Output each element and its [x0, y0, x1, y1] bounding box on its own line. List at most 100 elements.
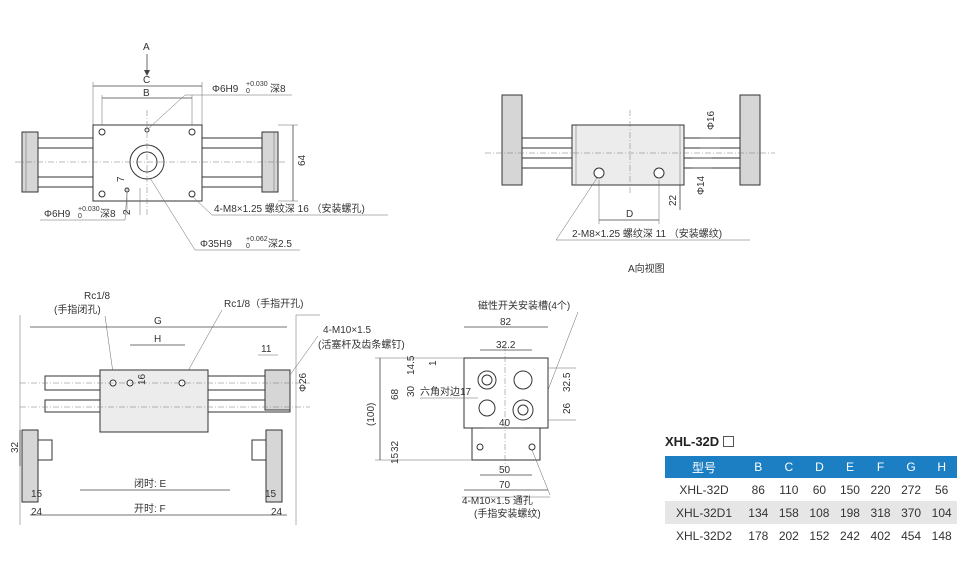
cell: 158: [773, 501, 805, 524]
cell: 220: [870, 482, 891, 497]
m10-rod-sub: (活塞杆及齿条螺钉): [318, 338, 405, 351]
phi6-left-label: Φ6H9: [44, 209, 71, 220]
dim-22: 22: [668, 194, 679, 206]
cell: 152: [809, 528, 830, 543]
phi35-label: Φ35H9: [200, 239, 232, 250]
spec-title-text: XHL-32D: [665, 434, 720, 449]
dim-15-end: 15: [390, 452, 401, 464]
spec-table: XHL-32D 型号 B C D E F G H XHL-32D 86 110 …: [665, 434, 957, 547]
rc-open-label: Rc1/8（手指开孔): [224, 297, 303, 310]
phi16-label: Φ16: [706, 110, 717, 130]
cell: 56: [935, 482, 949, 497]
label-G: G: [154, 316, 162, 327]
dim-1: 1: [428, 360, 439, 366]
cell: 178: [748, 528, 769, 543]
cell: 318: [865, 501, 896, 524]
phi14-label: Φ14: [696, 175, 707, 195]
dim-7: 7: [116, 176, 127, 182]
dimension-table: 型号 B C D E F G H XHL-32D 86 110 60 150 2…: [665, 456, 957, 547]
phi35-tolerance: +0.062: [246, 236, 268, 243]
cell: 108: [804, 501, 835, 524]
m10-through-note: 4-M10×1.5 通孔: [462, 495, 533, 507]
cell: 370: [895, 501, 927, 524]
phi6-top-tolerance: +0.030: [246, 81, 268, 88]
cell: 150: [839, 482, 860, 497]
cell: 202: [778, 528, 799, 543]
label-H: H: [154, 334, 161, 345]
m8-thread-note: 2-M8×1.25 螺纹深 11 （安装螺纹): [572, 227, 722, 240]
dim-30: 30: [406, 385, 417, 397]
dim-40: 40: [499, 418, 511, 429]
header-D: D: [804, 456, 835, 478]
dim-15-left: 15: [31, 489, 43, 500]
cell: 110: [779, 482, 799, 497]
table-row: XHL-32D2 178 202 152 242 402 454 148: [665, 524, 957, 547]
rc-close-sub: (手指闭孔): [54, 303, 101, 316]
label-D: D: [626, 209, 633, 220]
close-E-label: 闭时: E: [134, 477, 167, 490]
header-B: B: [743, 456, 774, 478]
cell: 454: [901, 528, 922, 543]
label-A: A: [143, 42, 150, 53]
cell: XHL-32D1: [665, 501, 743, 524]
label-C: C: [143, 75, 150, 86]
table-header-row: 型号 B C D E F G H: [665, 456, 957, 478]
phi6-left-depth: 深8: [100, 208, 116, 220]
table-row: XHL-32D1 134 158 108 198 318 370 104: [665, 501, 957, 524]
dim-11: 11: [261, 344, 272, 355]
dim-70: 70: [499, 480, 511, 491]
cell: 198: [834, 501, 866, 524]
side-view-b: Φ16 Φ14 22 D 2-M8×1.25 螺纹深 11 （安装螺纹) A向视…: [485, 94, 775, 275]
dim-15-right: 15: [265, 489, 277, 500]
cell: 86: [751, 482, 765, 497]
header-C: C: [773, 456, 805, 478]
header-H: H: [926, 456, 957, 478]
dim-50: 50: [499, 465, 511, 476]
phi35-tolerance-low: 0: [246, 243, 250, 250]
dim-68: 68: [390, 388, 401, 400]
open-F-label: 开时: F: [134, 503, 166, 515]
sensor-slot-note: 磁性开关安装槽(4个): [478, 299, 570, 312]
label-B: B: [143, 88, 150, 99]
view-caption: A向视图: [628, 262, 665, 275]
cell: 242: [839, 528, 860, 543]
variant-box-icon: [723, 436, 735, 447]
dim-16: 16: [137, 373, 148, 385]
spec-title: XHL-32D: [665, 434, 957, 456]
dim-2: 2: [122, 209, 133, 215]
phi6-top-label: Φ6H9: [212, 84, 239, 95]
m10-through-sub: (手指安装螺纹): [474, 507, 541, 520]
header-F: F: [865, 456, 896, 478]
dim-24-left: 24: [31, 507, 43, 518]
dim-26: 26: [562, 402, 573, 414]
dim-24-right: 24: [271, 507, 283, 518]
phi6-top-tolerance-low: 0: [246, 88, 250, 95]
cell: 272: [901, 482, 922, 497]
cell: 60: [812, 482, 827, 497]
phi26-label: Φ26: [298, 372, 309, 392]
end-view-d: 磁性开关安装槽(4个) 82 32.2 (100) 68 32 15 30 14…: [366, 299, 579, 520]
phi6-top-depth: 深8: [270, 83, 286, 95]
m10-rod-note: 4-M10×1.5: [323, 325, 372, 336]
top-view-a: A C B Φ6H9 +0.030 0: [15, 42, 388, 251]
dim-32-end: 32: [390, 440, 401, 452]
dim-100: (100): [366, 403, 377, 426]
header-model: 型号: [665, 456, 743, 478]
front-view-c: Rc1/8 (手指闭孔) Rc1/8（手指开孔) G H 11 Φ26 16 4…: [10, 291, 405, 525]
dim-32-5: 32.5: [562, 372, 573, 392]
header-G: G: [895, 456, 927, 478]
header-E: E: [834, 456, 866, 478]
dim-32-2: 32.2: [496, 340, 516, 351]
dim-82: 82: [500, 317, 512, 328]
cell: XHL-32D: [679, 482, 729, 497]
cell: 104: [926, 501, 957, 524]
phi6-left-tolerance-low: 0: [78, 213, 82, 220]
phi35-depth: 深2.5: [268, 238, 292, 250]
rc-close-label: Rc1/8: [84, 291, 111, 302]
hex-label: 六角对边17: [420, 385, 472, 398]
m8-mounting-note: 4-M8×1.25 螺纹深 16 （安装螺孔): [214, 202, 365, 215]
dim-32: 32: [10, 441, 21, 453]
phi6-left-tolerance: +0.030: [78, 206, 100, 213]
dim-14-5: 14.5: [406, 355, 417, 375]
